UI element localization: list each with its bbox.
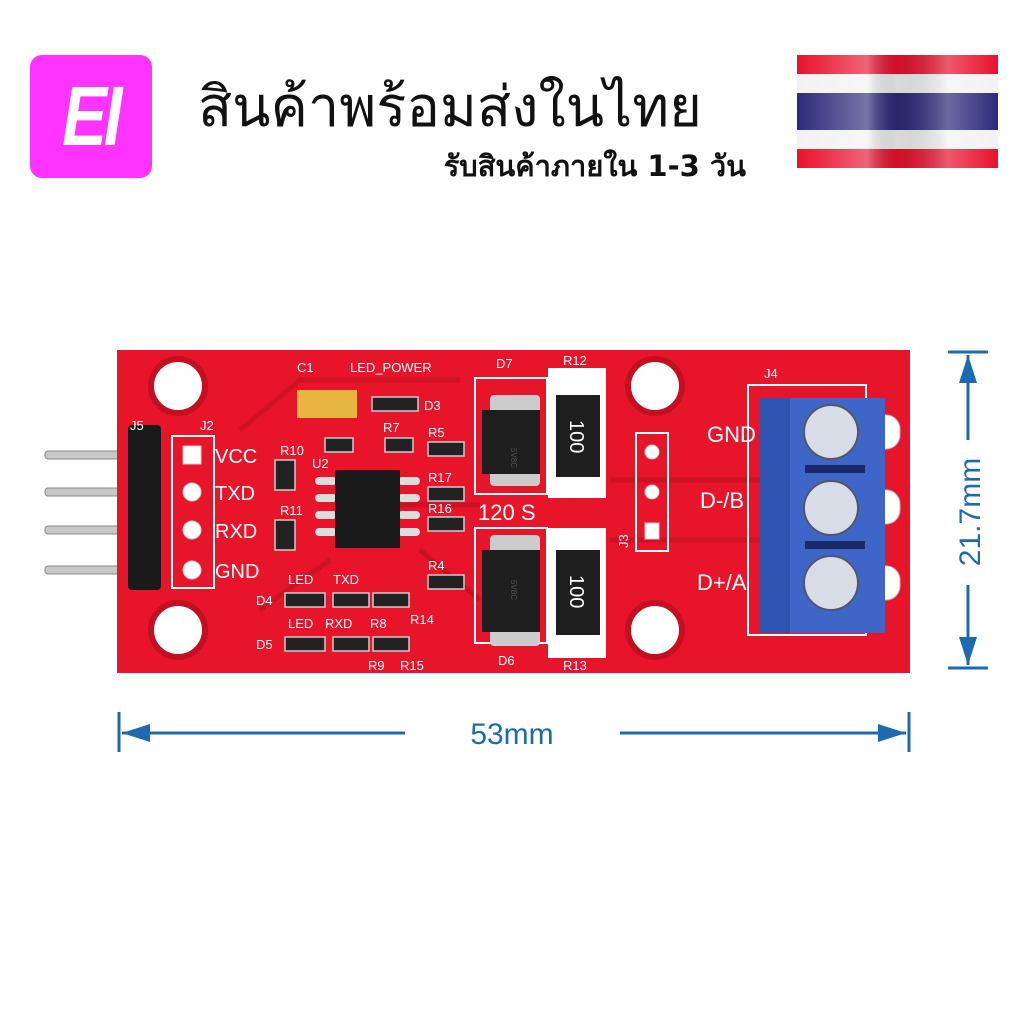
label-c1: C1: [297, 360, 314, 375]
headline: สินค้าพร้อมส่งในไทย: [198, 75, 702, 140]
label-d5: D5: [256, 637, 273, 652]
screw-terminal-j4: [747, 384, 901, 636]
label-r13-value: 100: [565, 575, 587, 608]
label-r5: R5: [428, 425, 445, 440]
label-r7: R7: [383, 420, 400, 435]
label-rxd: RXD: [215, 521, 257, 543]
height-dimension: 21.7mm: [954, 458, 987, 566]
header-pins: [44, 450, 136, 575]
label-j5: J5: [130, 418, 144, 433]
label-terminal-gnd: GND: [707, 422, 756, 447]
label-led-rx: LED: [288, 616, 313, 631]
label-diode-d6: 5V8C: [509, 580, 518, 600]
label-j4: J4: [764, 366, 778, 381]
label-txd: TXD: [215, 483, 255, 505]
label-r4: R4: [428, 558, 445, 573]
dimension-lines: [117, 350, 988, 752]
delivery-subtitle: รับสินค้าภายใน 1-3 วัน: [443, 149, 746, 183]
pin-header-j5: [128, 425, 161, 590]
label-txd-led: TXD: [333, 572, 359, 587]
label-vcc: VCC: [215, 446, 257, 468]
label-r15: R15: [400, 658, 424, 673]
label-r11: R11: [280, 503, 303, 518]
mounting-holes: [148, 356, 685, 660]
label-rxd-led: RXD: [325, 616, 352, 631]
label-j2: J2: [200, 418, 214, 433]
label-gnd: GND: [215, 561, 259, 583]
capacitor-c1: [297, 390, 357, 418]
label-r8: R8: [370, 616, 387, 631]
thailand-flag-icon: [797, 55, 998, 168]
width-dimension: 53mm: [470, 718, 553, 751]
label-r12: R12: [563, 353, 587, 368]
logo-text: EI: [62, 69, 122, 163]
label-120-ohm: 120 S: [478, 500, 536, 525]
chip-u2: [315, 470, 420, 548]
label-r13: R13: [563, 658, 587, 673]
label-r17: R17: [428, 470, 452, 485]
label-d4: D4: [256, 593, 273, 608]
resistors-r12-r13: [548, 368, 606, 658]
label-r10: R10: [280, 443, 304, 458]
label-j3: J3: [616, 534, 631, 548]
label-terminal-a: D+/A: [697, 570, 747, 595]
tvs-diodes: [474, 377, 548, 646]
label-led-power: LED_POWER: [350, 360, 432, 375]
label-led-tx: LED: [288, 572, 313, 587]
label-diode-d7: 5V8C: [509, 448, 518, 468]
label-terminal-b: D-/B: [700, 488, 744, 513]
label-r14: R14: [410, 612, 434, 627]
brand-logo: EI: [30, 55, 152, 178]
label-r12-value: 100: [565, 420, 587, 453]
label-r16: R16: [428, 501, 452, 516]
label-r9: R9: [368, 658, 385, 673]
label-d3: D3: [424, 398, 441, 413]
label-u2: U2: [312, 456, 329, 471]
label-d6: D6: [498, 653, 515, 668]
label-d7: D7: [496, 356, 513, 371]
